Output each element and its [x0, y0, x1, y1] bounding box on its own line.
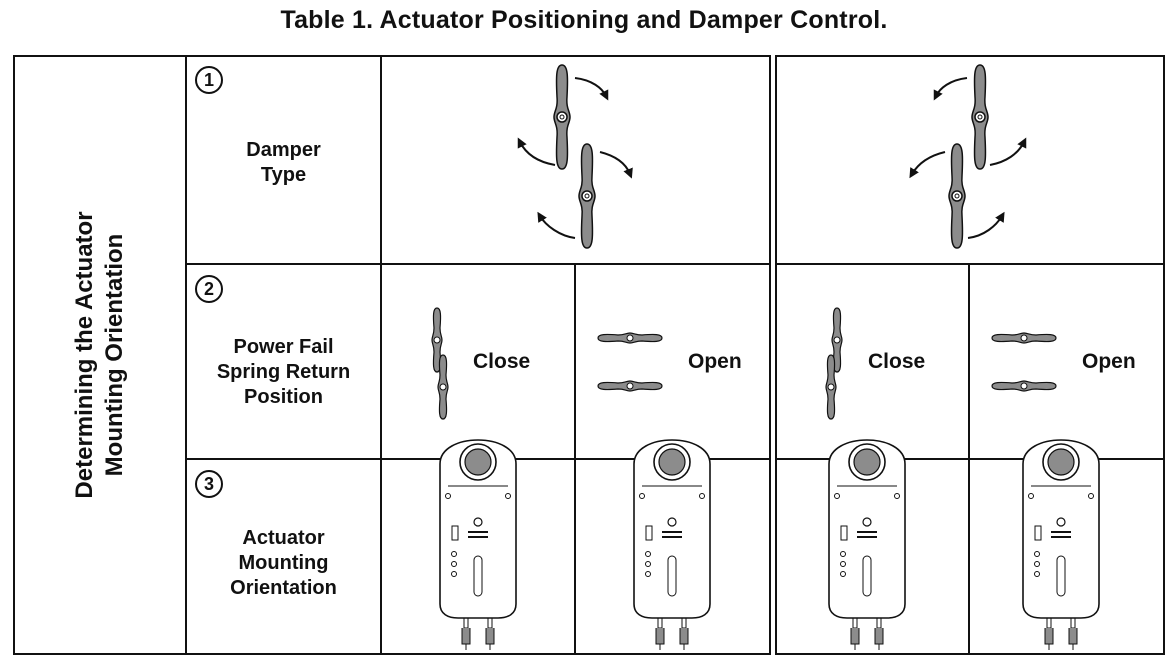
- damper-type-right-illustration: [909, 64, 1027, 249]
- row-1-label-line1: Damper: [246, 139, 321, 161]
- right-close-blades: [825, 307, 843, 420]
- row-3-label-line3: Orientation: [230, 577, 337, 599]
- left-open-label: Open: [688, 350, 742, 373]
- row-2-label: Power Fail Spring Return Position: [186, 335, 381, 410]
- actuator-right-2: [1022, 439, 1100, 651]
- left-close-blades: [431, 307, 449, 420]
- table-title: Table 1. Actuator Positioning and Damper…: [280, 6, 888, 34]
- actuator-left-1: [439, 439, 517, 651]
- row-3-label-line2: Mounting: [238, 552, 329, 574]
- left-open-blades: [597, 332, 663, 392]
- damper-type-left-illustration: [517, 64, 633, 249]
- row-3-label-line1: Actuator: [242, 527, 325, 549]
- row-2-label-line2: Spring Return: [216, 361, 351, 383]
- right-open-blades: [991, 332, 1057, 392]
- row-1-label: Damper Type: [186, 138, 381, 188]
- row-2-number-icon: 2: [195, 275, 223, 303]
- row-1-number-icon: 1: [195, 66, 223, 94]
- actuator-left-2: [633, 439, 711, 651]
- right-open-label: Open: [1082, 350, 1136, 373]
- row-2-label-line3: Position: [244, 386, 323, 408]
- row-1-label-line2: Type: [260, 164, 307, 186]
- right-close-label: Close: [868, 350, 926, 373]
- left-close-label: Close: [473, 350, 531, 373]
- row-2-label-line1: Power Fail: [233, 336, 334, 358]
- row-3-number-icon: 3: [195, 470, 223, 498]
- actuator-right-1: [828, 439, 906, 651]
- row-3-label: Actuator Mounting Orientation: [186, 526, 381, 601]
